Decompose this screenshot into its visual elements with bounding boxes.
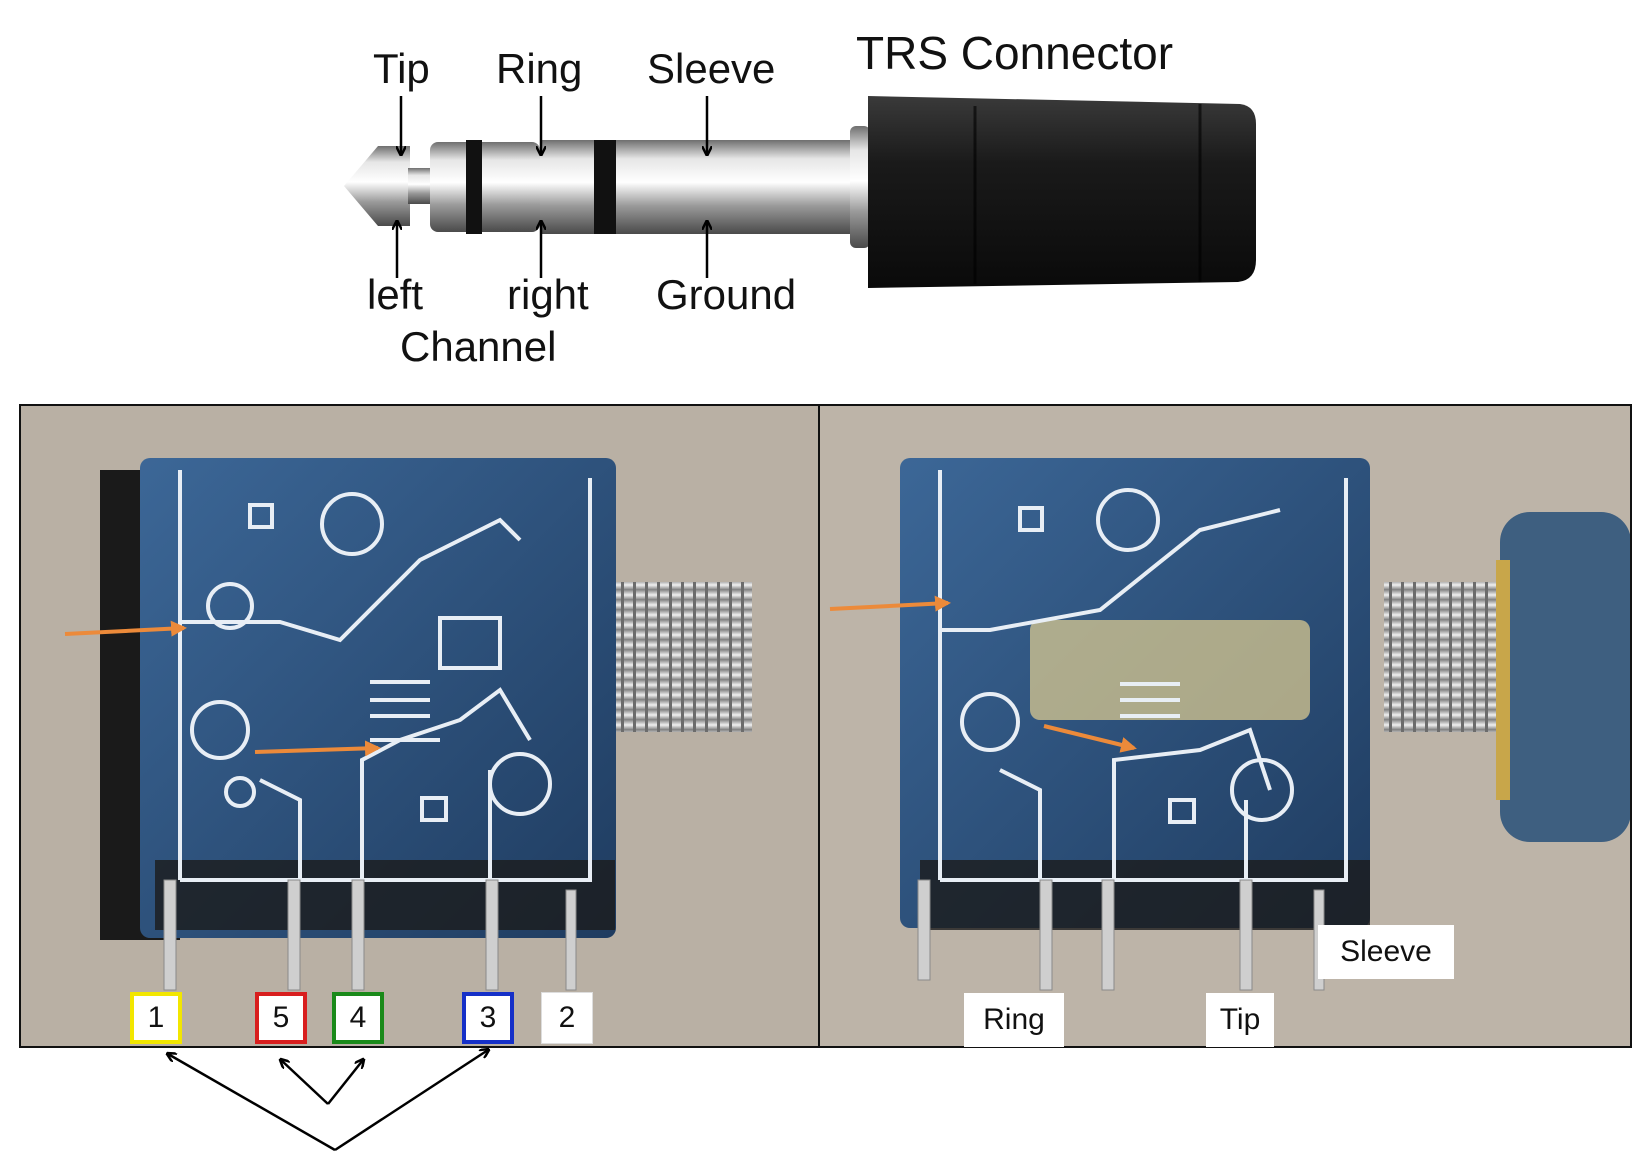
photo-frame-right (818, 404, 1632, 1048)
label-right: right (507, 271, 589, 318)
plug-collar (850, 126, 870, 248)
plug-insulator-2 (594, 140, 616, 234)
orange-arrow-left-2 (254, 740, 381, 757)
label-ground: Ground (656, 271, 797, 318)
orange-arrow-right-2 (1043, 724, 1137, 753)
threaded-barrel-right (1384, 582, 1496, 732)
connector-title: TRS Connector (856, 27, 1174, 79)
pin-box-5: 5 (255, 992, 307, 1044)
plug-ring (430, 142, 540, 232)
pin-box-2: 2 (541, 992, 593, 1044)
orange-arrow-left-1 (64, 620, 187, 637)
label-left: left (367, 271, 424, 318)
plug-tip (344, 146, 410, 226)
inserted-plug (1030, 620, 1310, 720)
jack-photo-right (819, 405, 1631, 1047)
orange-arrow-right-1 (829, 595, 951, 612)
pin-box-4: 4 (332, 992, 384, 1044)
label-channel: Channel (400, 323, 557, 370)
plug-insulator-1 (466, 140, 482, 234)
label-sleeve: Sleeve (647, 45, 776, 92)
plug-body (868, 96, 1256, 288)
trs-plug (344, 96, 1256, 288)
plug-barrel-right (1500, 512, 1631, 842)
plug-sleeve-long (616, 140, 856, 234)
plug-tip-neck (408, 168, 430, 204)
label-tip: Tip (373, 45, 430, 92)
plug-sleeve (540, 140, 594, 234)
plug-label-arrows (397, 96, 707, 278)
pin-box-3: 3 (462, 992, 514, 1044)
pin-box-1: 1 (130, 992, 182, 1044)
jack-photo-left (21, 405, 819, 1047)
right-label-ring: Ring (964, 993, 1064, 1047)
pin-pointer-arrows (168, 1050, 488, 1152)
right-label-tip: Tip (1206, 993, 1274, 1047)
threaded-barrel-left (616, 582, 752, 732)
right-label-sleeve: Sleeve (1318, 925, 1454, 979)
label-ring: Ring (496, 45, 583, 92)
